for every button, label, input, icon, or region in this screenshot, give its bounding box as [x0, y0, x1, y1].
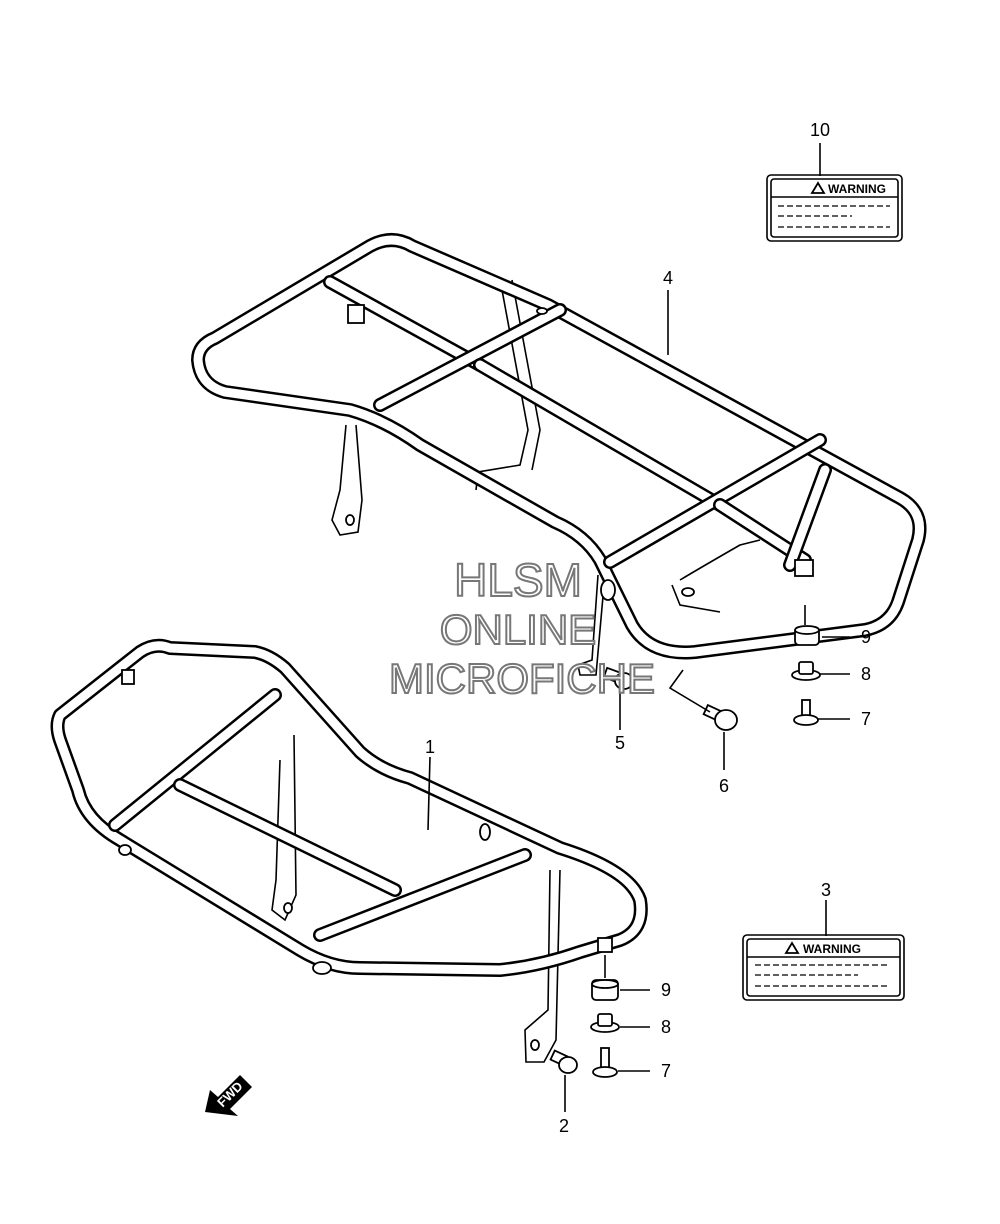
- collar-lower[interactable]: [590, 1013, 620, 1033]
- warning-label-text: WARNING: [828, 182, 886, 196]
- callout-7-upper: 7: [861, 709, 871, 729]
- cushion-lower[interactable]: [591, 979, 619, 1001]
- bolt-upper-7[interactable]: [793, 699, 819, 726]
- callout-5: 5: [615, 733, 625, 753]
- warning-triangle-icon: [810, 181, 826, 194]
- watermark-line3: MICROFICHE: [389, 655, 655, 702]
- callout-9-lower: 9: [661, 980, 671, 1000]
- callout-8-lower: 8: [661, 1017, 671, 1037]
- callout-2: 2: [559, 1116, 569, 1136]
- front-carrier[interactable]: [50, 638, 648, 1063]
- cushion-upper[interactable]: [794, 625, 820, 646]
- bolt-6[interactable]: [702, 703, 738, 731]
- callout-3: 3: [821, 880, 831, 900]
- fwd-arrow-icon: FWD: [205, 1075, 252, 1116]
- bolt-5[interactable]: [602, 666, 634, 690]
- callout-7-lower: 7: [661, 1061, 671, 1081]
- callout-6: 6: [719, 776, 729, 796]
- callout-10: 10: [810, 120, 830, 140]
- watermark-line1: HLSM: [454, 554, 582, 606]
- bolt-lower-7[interactable]: [592, 1047, 618, 1078]
- warning-triangle-icon: [784, 941, 800, 954]
- bolt-2[interactable]: [549, 1049, 578, 1074]
- collar-upper[interactable]: [791, 661, 821, 681]
- callout-9-upper: 9: [861, 627, 871, 647]
- callout-1: 1: [425, 737, 435, 757]
- warning-label-3[interactable]: WARNING: [742, 934, 905, 1001]
- rear-carrier[interactable]: [191, 233, 927, 676]
- callout-8-upper: 8: [861, 664, 871, 684]
- warning-label-text: WARNING: [803, 942, 861, 956]
- callout-4: 4: [663, 268, 673, 288]
- leader-lines: [427, 143, 850, 1112]
- watermark-line2: ONLINE: [440, 606, 596, 653]
- watermark: HLSM ONLINE MICROFICHE: [388, 553, 656, 703]
- warning-label-10[interactable]: WARNING: [766, 174, 903, 242]
